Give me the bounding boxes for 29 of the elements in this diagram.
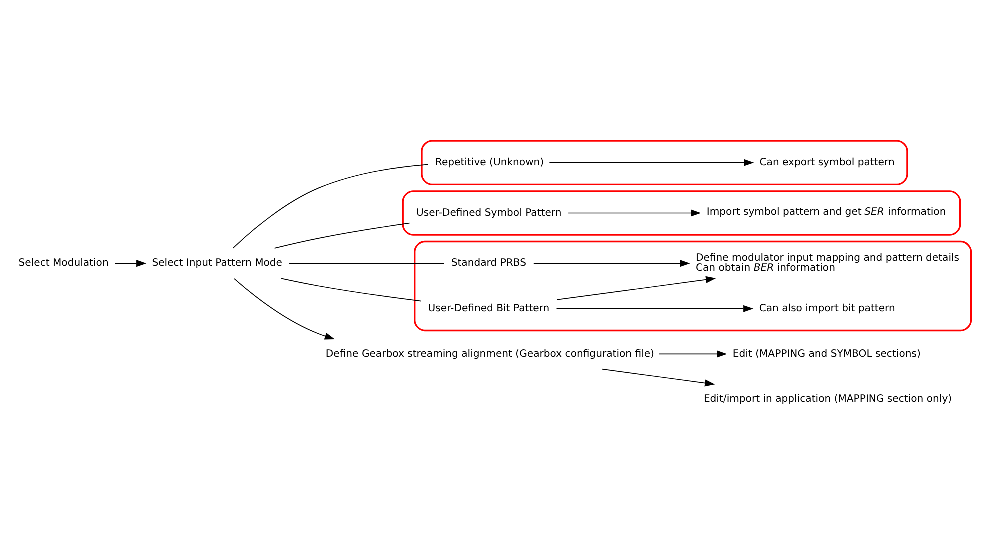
cluster: [402, 190, 962, 236]
arrow: [549, 159, 754, 166]
node-text: Define modulator input mapping and pattern details Can obtain BER information: [696, 252, 960, 274]
arrow: [556, 305, 754, 312]
arrow: [114, 260, 147, 268]
node-text: Can export symbol pattern: [760, 157, 895, 168]
arrow: [658, 350, 728, 358]
connector: [288, 263, 445, 264]
node-text: Edit/import in application (MAPPING section only): [704, 394, 952, 406]
connector: [274, 222, 410, 249]
node-text: Select Input Pattern Mode: [152, 258, 283, 270]
node-text: Edit (MAPPING and SYMBOL sections): [732, 348, 921, 360]
node-text: Select Modulation: [18, 258, 109, 270]
node-text: Import symbol pattern and get SER information: [706, 207, 946, 218]
node-text: User-Defined Symbol Pattern: [416, 208, 562, 219]
arrow: [234, 278, 336, 340]
node-text: Can also import bit pattern: [759, 304, 896, 315]
node-text: Repetitive (Unknown): [435, 157, 544, 168]
arrow: [533, 260, 690, 268]
arrow: [568, 210, 702, 217]
node-text: Standard PRBS: [451, 258, 527, 270]
node-text: Define Gearbox streaming alignment (Gearbox configuration file): [326, 348, 654, 360]
arrow: [602, 368, 716, 387]
cluster: [414, 240, 972, 332]
arrow: [556, 276, 716, 300]
node-text: User-Defined Bit Pattern: [428, 304, 550, 315]
cluster: [421, 140, 908, 186]
connector: [232, 164, 429, 249]
connector: [281, 278, 422, 302]
